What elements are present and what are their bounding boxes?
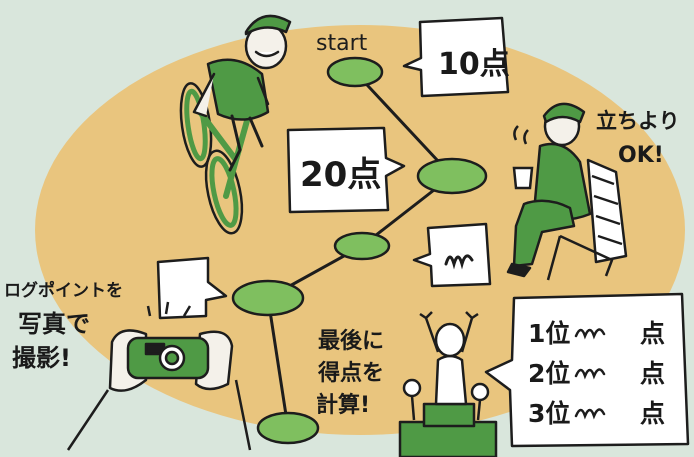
bubble-20-points: 20点 <box>286 126 406 214</box>
bubble-20-text: 20点 <box>300 155 381 195</box>
rank1-score: 点 <box>640 319 665 348</box>
coffee-cup-icon <box>512 125 534 190</box>
ranking-bubble: 1位 点 2位 点 3位 点 <box>484 292 690 448</box>
checkpoint-start <box>326 56 384 88</box>
photo-note-line1: ログポイントを <box>4 280 123 301</box>
start-label: start <box>316 31 368 56</box>
rank3-squiggle <box>574 408 606 420</box>
bicycle-rider-icon <box>179 14 292 235</box>
rank2-score: 点 <box>640 359 665 388</box>
final-note-line2: 得点を <box>317 360 384 386</box>
final-note-line3: 計算! <box>316 392 370 418</box>
rank3-label: 3位 <box>528 399 570 428</box>
podium-icon <box>398 311 498 457</box>
resting-person <box>506 102 592 278</box>
bubble-10-text: 10点 <box>438 47 510 82</box>
rank1-squiggle <box>574 328 606 340</box>
bench-icon <box>546 158 628 281</box>
squiggle-mark <box>444 254 474 270</box>
bubble-empty <box>156 256 228 320</box>
rank2-squiggle <box>574 368 606 380</box>
rank3-score: 点 <box>640 399 665 428</box>
checkpoint-4 <box>231 279 305 317</box>
checkpoint-goal <box>256 411 320 445</box>
rest-note-line2: OK! <box>618 143 664 168</box>
camera-icon <box>66 301 252 451</box>
bubble-10-points: 10点 <box>402 16 510 98</box>
rest-note-line1: 立ちより <box>596 109 680 133</box>
checkpoint-3 <box>333 231 391 261</box>
rank2-label: 2位 <box>528 359 570 388</box>
photo-note-line3: 撮影! <box>12 344 71 372</box>
rank1-label: 1位 <box>528 319 570 348</box>
checkpoint-2 <box>416 157 488 195</box>
bubble-unknown-points <box>412 222 492 288</box>
photo-note-line2: 写真で <box>18 310 90 338</box>
final-note-line1: 最後に <box>318 328 384 354</box>
